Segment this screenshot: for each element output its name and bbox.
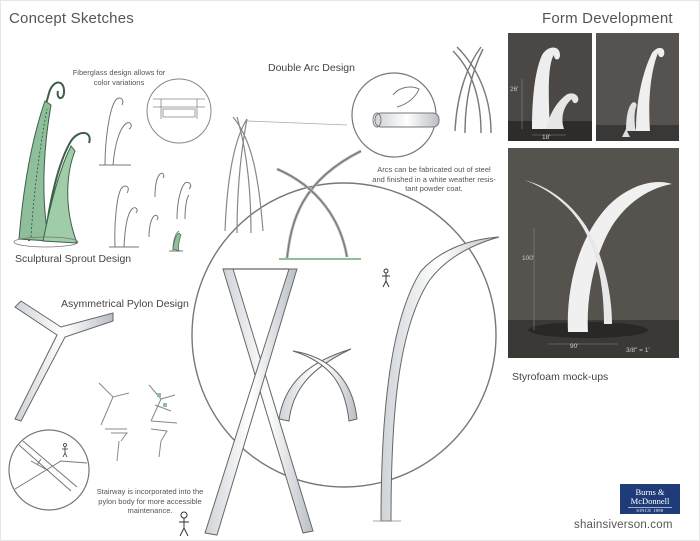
x-pylon-sketch [204,268,314,536]
dim-small-width: 18' [542,134,551,141]
large-detail-circle [191,182,497,488]
site-url: shainsiverson.com [574,519,673,531]
burns-mcdonnell-logo: Burns & McDonnell SINCE 1898 [620,484,680,514]
fiberglass-note: Fiberglass design allows for color varia… [72,68,166,87]
sprout-design-label: Sculptural Sprout Design [15,253,132,265]
arcs-note: Arcs can be fabricated out of steel and … [372,165,496,193]
dim-small-height: 26' [510,86,519,93]
scale-note: 3/8" = 1' [626,347,650,354]
scale-figure-bottom [179,511,189,537]
double-arc-label: Double Arc Design [268,62,355,74]
stairway-note: Stairway is incorporated into the pylon … [96,487,204,515]
sprout-sculpture-sketch [13,81,91,248]
pylon-design-label: Asymmetrical Pylon Design [61,298,189,310]
asymmetrical-pylon-sketch [14,300,114,422]
concept-sketches-header: Concept Sketches [9,10,134,27]
dim-large-height: 100' [522,255,535,262]
styrofoam-label: Styrofoam mock-ups [512,371,609,383]
mockup-photo-large: 100' 90' 3/8" = 1' [508,148,679,358]
form-development-header: Form Development [542,10,673,27]
dim-large-width: 90' [570,343,579,350]
mockup-photo-small-left: 26' 18' [508,33,592,141]
mockup-photo-small-right [596,33,679,141]
scale-figure-top [382,268,390,288]
